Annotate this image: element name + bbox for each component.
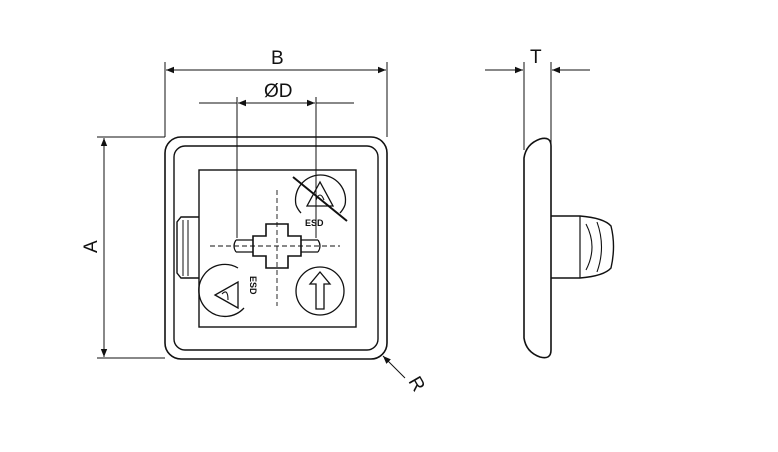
side-boss bbox=[551, 215, 615, 279]
front-view bbox=[164, 136, 388, 360]
dim-b-label: B bbox=[271, 48, 284, 69]
esd-warning-crossed-icon: ESD bbox=[292, 174, 348, 228]
esd-warning-icon: ESD bbox=[198, 263, 258, 318]
esd-label-bottom: ESD bbox=[248, 276, 258, 295]
up-arrow-icon bbox=[295, 266, 345, 316]
side-profile bbox=[523, 137, 552, 359]
dim-a-label: A bbox=[81, 240, 102, 253]
side-view bbox=[523, 137, 615, 359]
outer-frame bbox=[164, 136, 388, 360]
insert-face bbox=[198, 169, 357, 328]
dim-r-label: R bbox=[404, 373, 429, 395]
side-tab bbox=[176, 216, 199, 279]
inner-frame bbox=[173, 145, 379, 351]
dimension-lines bbox=[97, 62, 590, 379]
dim-t-label: T bbox=[530, 47, 542, 68]
dim-r-leader bbox=[382, 355, 406, 379]
dim-d-label: ØD bbox=[264, 81, 293, 102]
esd-label-top: ESD bbox=[305, 218, 324, 228]
cross-key bbox=[252, 223, 302, 269]
